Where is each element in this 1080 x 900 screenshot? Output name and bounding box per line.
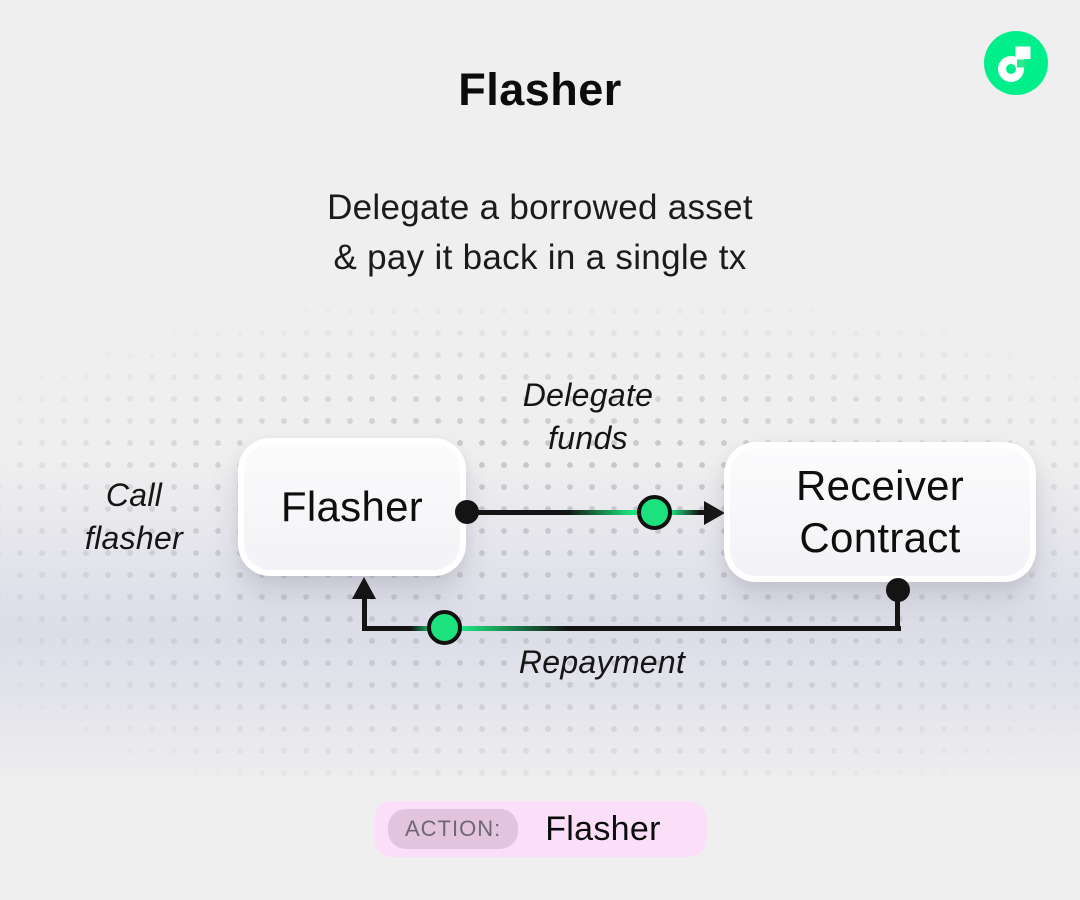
delegate-funds-label: Delegate funds [468, 374, 708, 460]
action-label-pill: ACTION: [388, 809, 519, 849]
receiver-node-label: Receiver Contract [796, 460, 964, 564]
action-badge: ACTION: Flasher [374, 801, 707, 857]
receiver-node-line-2: Contract [799, 514, 961, 561]
call-flasher-line-2: flasher [84, 520, 184, 556]
subtitle-line-2: & pay it back in a single tx [333, 238, 747, 277]
delegate-funds-line-1: Delegate [522, 377, 654, 413]
repayment-label: Repayment [518, 644, 686, 680]
flow-logo-icon [984, 31, 1048, 95]
delegate-funds-line-2: funds [548, 420, 628, 456]
action-value: Flasher [545, 809, 661, 848]
call-flasher-label: Call flasher [34, 474, 234, 560]
flasher-node-label: Flasher [280, 483, 424, 530]
receiver-node-box: Receiver Contract [724, 442, 1036, 582]
delegate-arrowhead-icon [704, 501, 725, 525]
receiver-node-line-1: Receiver [795, 462, 965, 509]
repayment-line-across [362, 626, 901, 631]
subtitle: Delegate a borrowed asset & pay it back … [0, 183, 1080, 283]
delegate-start-dot [455, 500, 479, 524]
repayment-line-down [895, 590, 900, 630]
call-flasher-line-1: Call [105, 477, 163, 513]
repayment-line-up [362, 584, 367, 631]
page-title: Flasher [458, 64, 622, 115]
flasher-node-box: Flasher [238, 438, 466, 576]
repayment-arrowhead-icon [352, 577, 376, 599]
subtitle-line-1: Delegate a borrowed asset [327, 188, 753, 227]
delegate-progress-node [637, 495, 672, 530]
repayment-progress-node [427, 610, 462, 645]
delegate-arrow-line [467, 510, 707, 515]
